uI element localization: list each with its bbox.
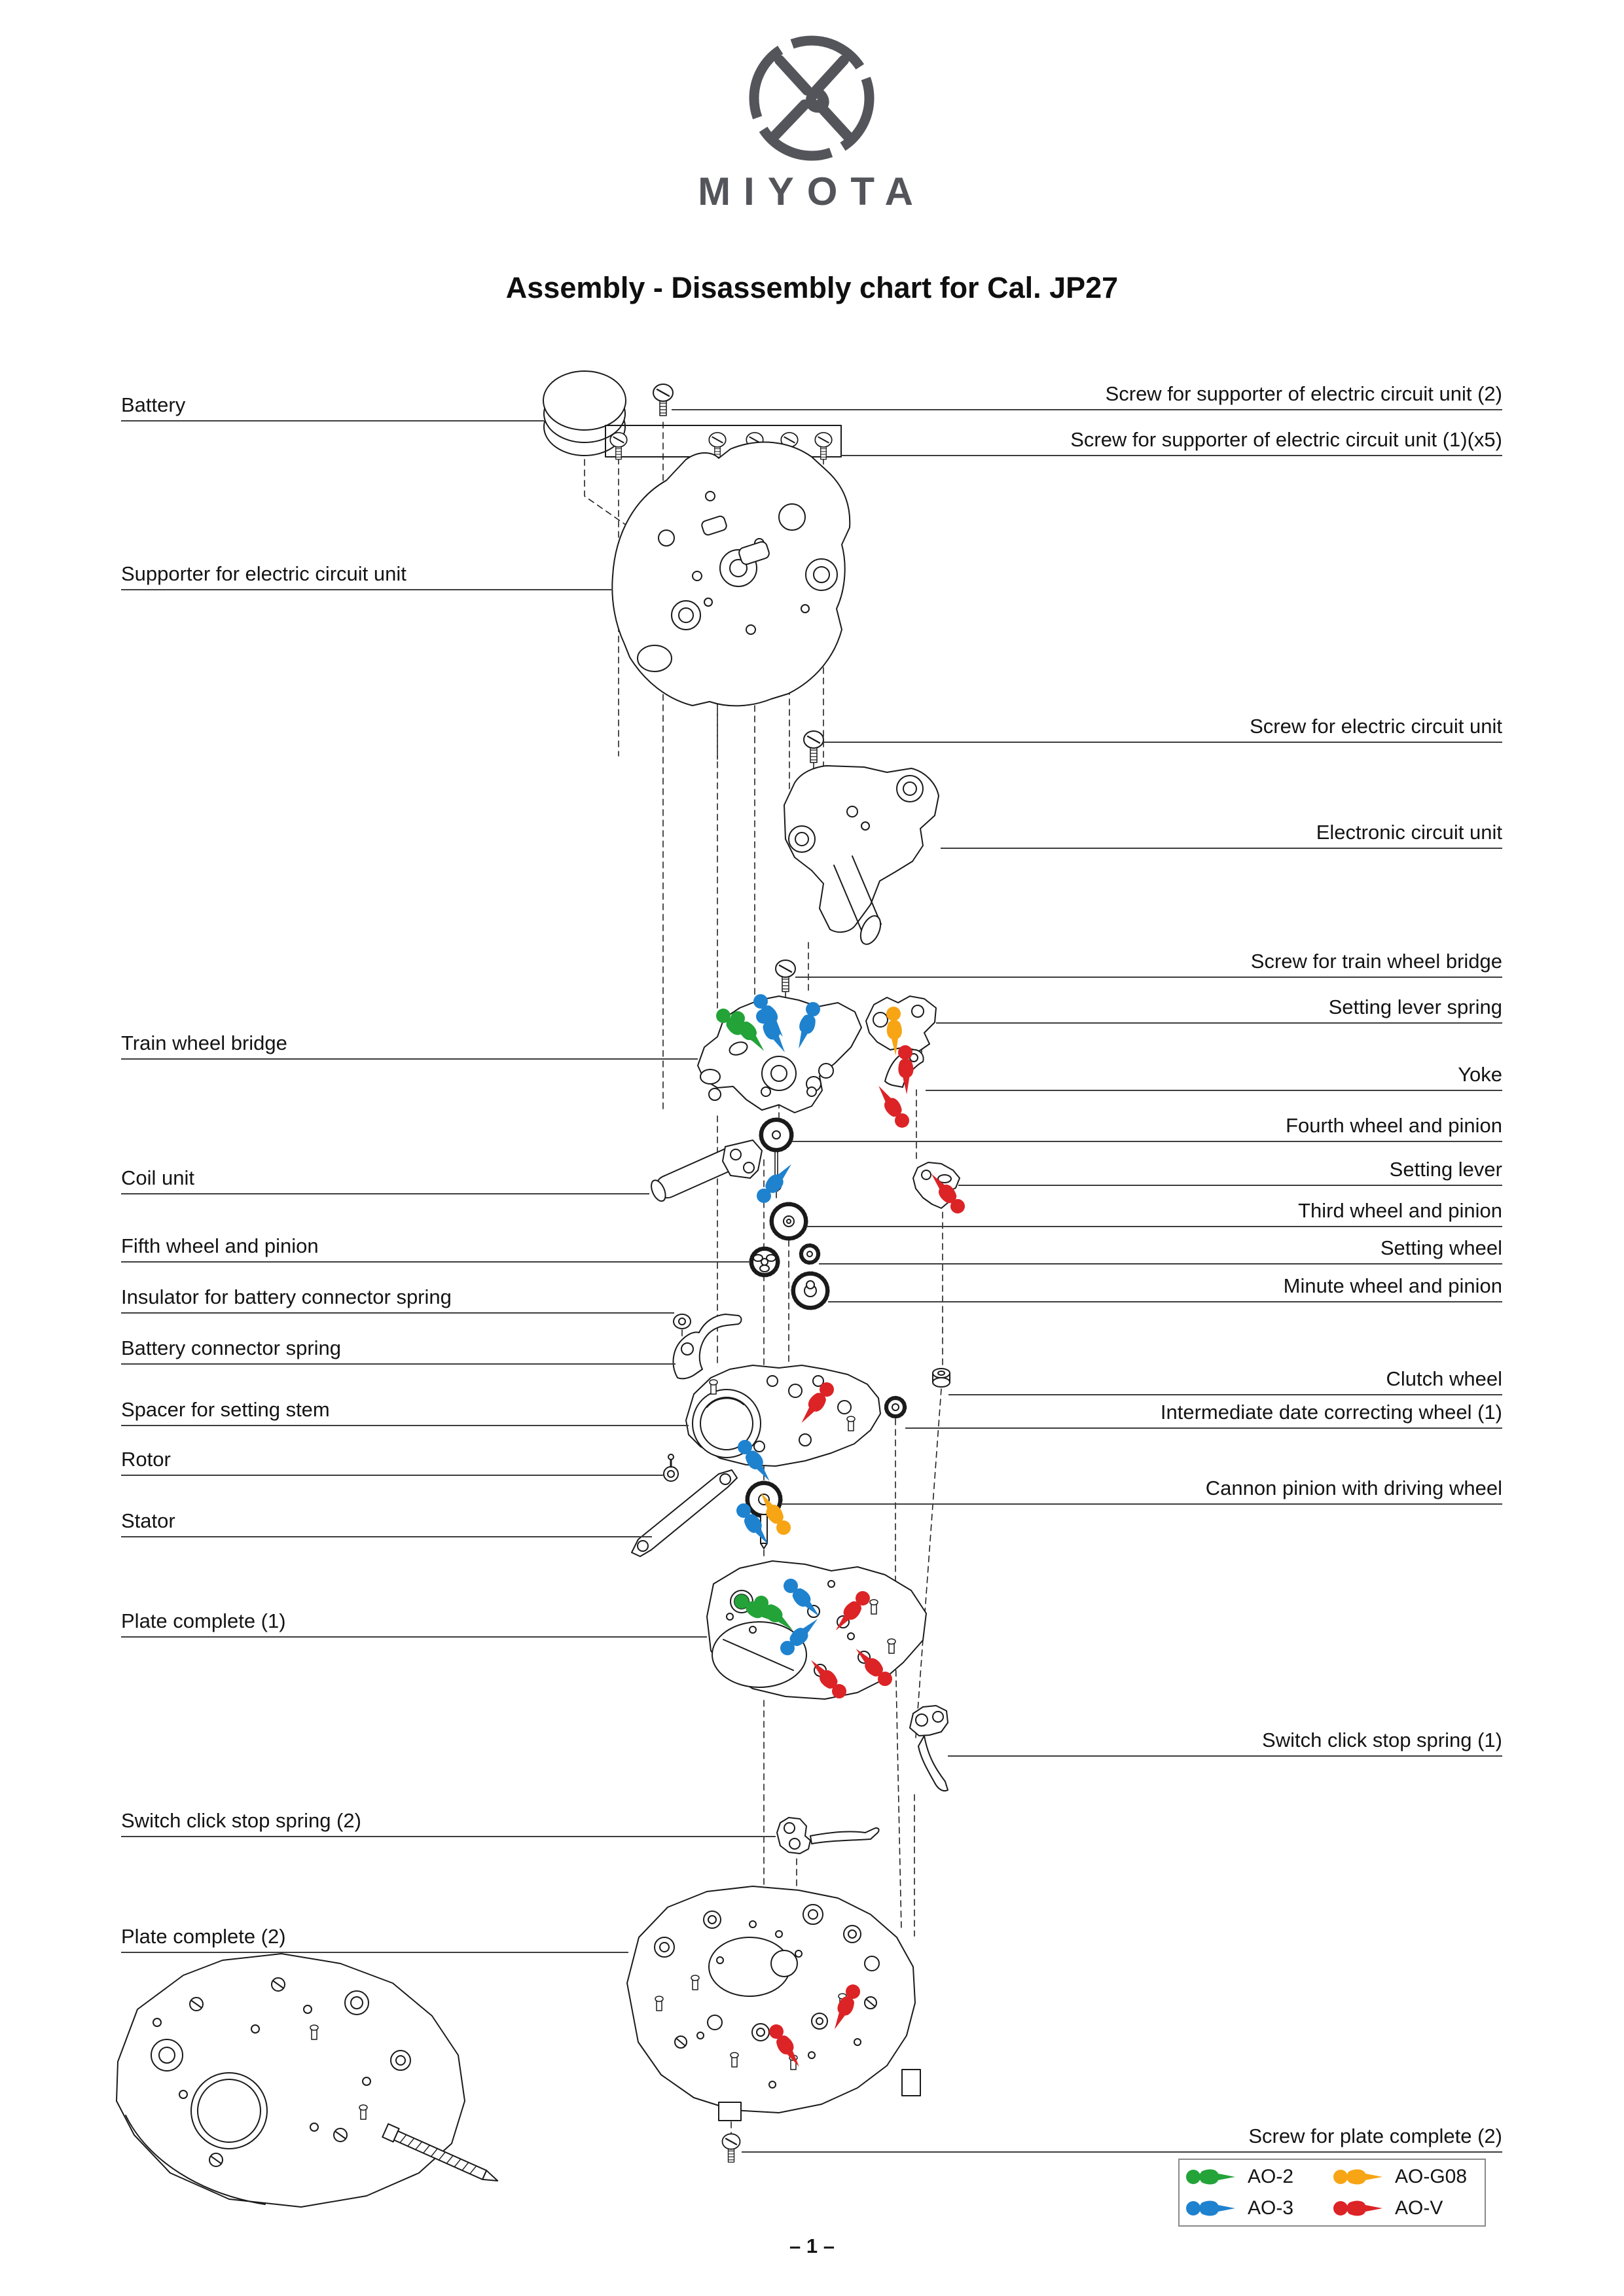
legend-item-ao2: AO-2 (1185, 2166, 1332, 2188)
label-rotor: Rotor (121, 1440, 664, 1476)
supporter-drawing (611, 441, 851, 707)
label-fourth-wheel: Fourth wheel and pinion (792, 1106, 1502, 1142)
fifth-wheel-drawing (749, 1246, 780, 1278)
label-plate-complete-1: Plate complete (1) (121, 1602, 707, 1638)
screw-twb-drawing (774, 959, 797, 993)
miyota-logo (749, 35, 875, 161)
label-plate-complete-2: Plate complete (2) (121, 1917, 628, 1953)
legend-item-aov: AO-V (1332, 2197, 1479, 2219)
switch-click-stop-spring-1-drawing (909, 1705, 948, 1792)
label-screw-supporter-1x5: Screw for supporter of electric circuit … (841, 420, 1502, 456)
label-third-wheel: Third wheel and pinion (806, 1191, 1502, 1227)
label-screw-twb: Screw for train wheel bridge (795, 942, 1502, 978)
label-switch-spring-2: Switch click stop spring (2) (121, 1801, 776, 1837)
label-yoke: Yoke (926, 1055, 1502, 1091)
label-minute-wheel: Minute wheel and pinion (828, 1266, 1502, 1302)
label-screw-supporter-2: Screw for supporter of electric circuit … (672, 374, 1502, 410)
page-title: Assembly - Disassembly chart for Cal. JP… (505, 271, 1119, 304)
screw-ecu-drawing (803, 730, 825, 764)
screw-supporter-2-drawing (652, 383, 674, 417)
oil-drop-icon (1333, 2200, 1382, 2216)
brand-wordmark: MIYOTA (698, 170, 926, 213)
oil-legend: AO-2 AO-G08 AO-3 AO-V (1178, 2159, 1486, 2227)
clutch-wheel-drawing (932, 1368, 950, 1388)
plate-complete-1-drawing (706, 1560, 927, 1700)
electronic-circuit-unit-drawing (784, 765, 939, 945)
label-setting-lever: Setting lever (958, 1150, 1502, 1186)
spacer-module-drawing (685, 1365, 881, 1467)
winding-stem-drawing (382, 2123, 499, 2181)
label-switch-spring-1: Switch click stop spring (1) (948, 1721, 1502, 1757)
assembled-movement-drawing (116, 1953, 499, 2208)
third-wheel-drawing (769, 1202, 808, 1241)
legend-item-ao3: AO-3 (1185, 2197, 1332, 2219)
fourth-wheel-drawing (759, 1117, 794, 1198)
minute-wheel-drawing (791, 1271, 830, 1310)
oil-drop-icon (1186, 2200, 1235, 2216)
label-cannon-pinion: Cannon pinion with driving wheel (781, 1469, 1502, 1505)
oil-drop-icon (1333, 2169, 1382, 2185)
legend-label: AO-2 (1248, 2166, 1294, 2187)
label-supporter: Supporter for electric circuit unit (121, 554, 613, 590)
oil-drop-icon (1186, 2169, 1235, 2185)
label-insulator: Insulator for battery connector spring (121, 1278, 674, 1314)
label-intermediate-date-wheel: Intermediate date correcting wheel (1) (905, 1393, 1502, 1429)
switch-click-stop-spring-2-drawing (776, 1817, 880, 1854)
plate-complete-2-drawing (626, 1886, 921, 2121)
insulator-drawing (673, 1314, 691, 1329)
setting-wheel-drawing (799, 1243, 821, 1265)
label-stator: Stator (121, 1501, 652, 1537)
label-spacer-setting-stem: Spacer for setting stem (121, 1390, 689, 1426)
label-battery: Battery (121, 386, 544, 422)
rotor-drawing (663, 1454, 679, 1482)
legend-label: AO-G08 (1395, 2166, 1468, 2187)
label-clutch-wheel: Clutch wheel (948, 1359, 1502, 1395)
label-setting-wheel: Setting wheel (819, 1229, 1502, 1265)
legend-label: AO-3 (1248, 2197, 1294, 2219)
legend-label: AO-V (1395, 2197, 1443, 2219)
label-screw-plate-2: Screw for plate complete (2) (742, 2117, 1502, 2153)
label-fifth-wheel: Fifth wheel and pinion (121, 1227, 750, 1263)
screw-plate-2-drawing (721, 2133, 741, 2163)
page-number: – 1 – (789, 2234, 835, 2257)
intermediate-date-wheel-drawing (884, 1395, 907, 1419)
label-battery-connector-spring: Battery connector spring (121, 1329, 676, 1365)
stator-drawing (631, 1469, 738, 1557)
setting-lever-spring-drawing (865, 996, 937, 1052)
legend-item-aog08: AO-G08 (1332, 2166, 1479, 2188)
label-train-wheel-bridge: Train wheel bridge (121, 1024, 698, 1060)
coil-unit-drawing (651, 1139, 763, 1202)
label-coil-unit: Coil unit (121, 1158, 649, 1194)
label-setting-lever-spring: Setting lever spring (936, 988, 1502, 1024)
label-screw-ecu: Screw for electric circuit unit (823, 707, 1502, 743)
battery-connector-spring-drawing (672, 1314, 742, 1380)
label-electronic-circuit-unit: Electronic circuit unit (941, 813, 1502, 849)
